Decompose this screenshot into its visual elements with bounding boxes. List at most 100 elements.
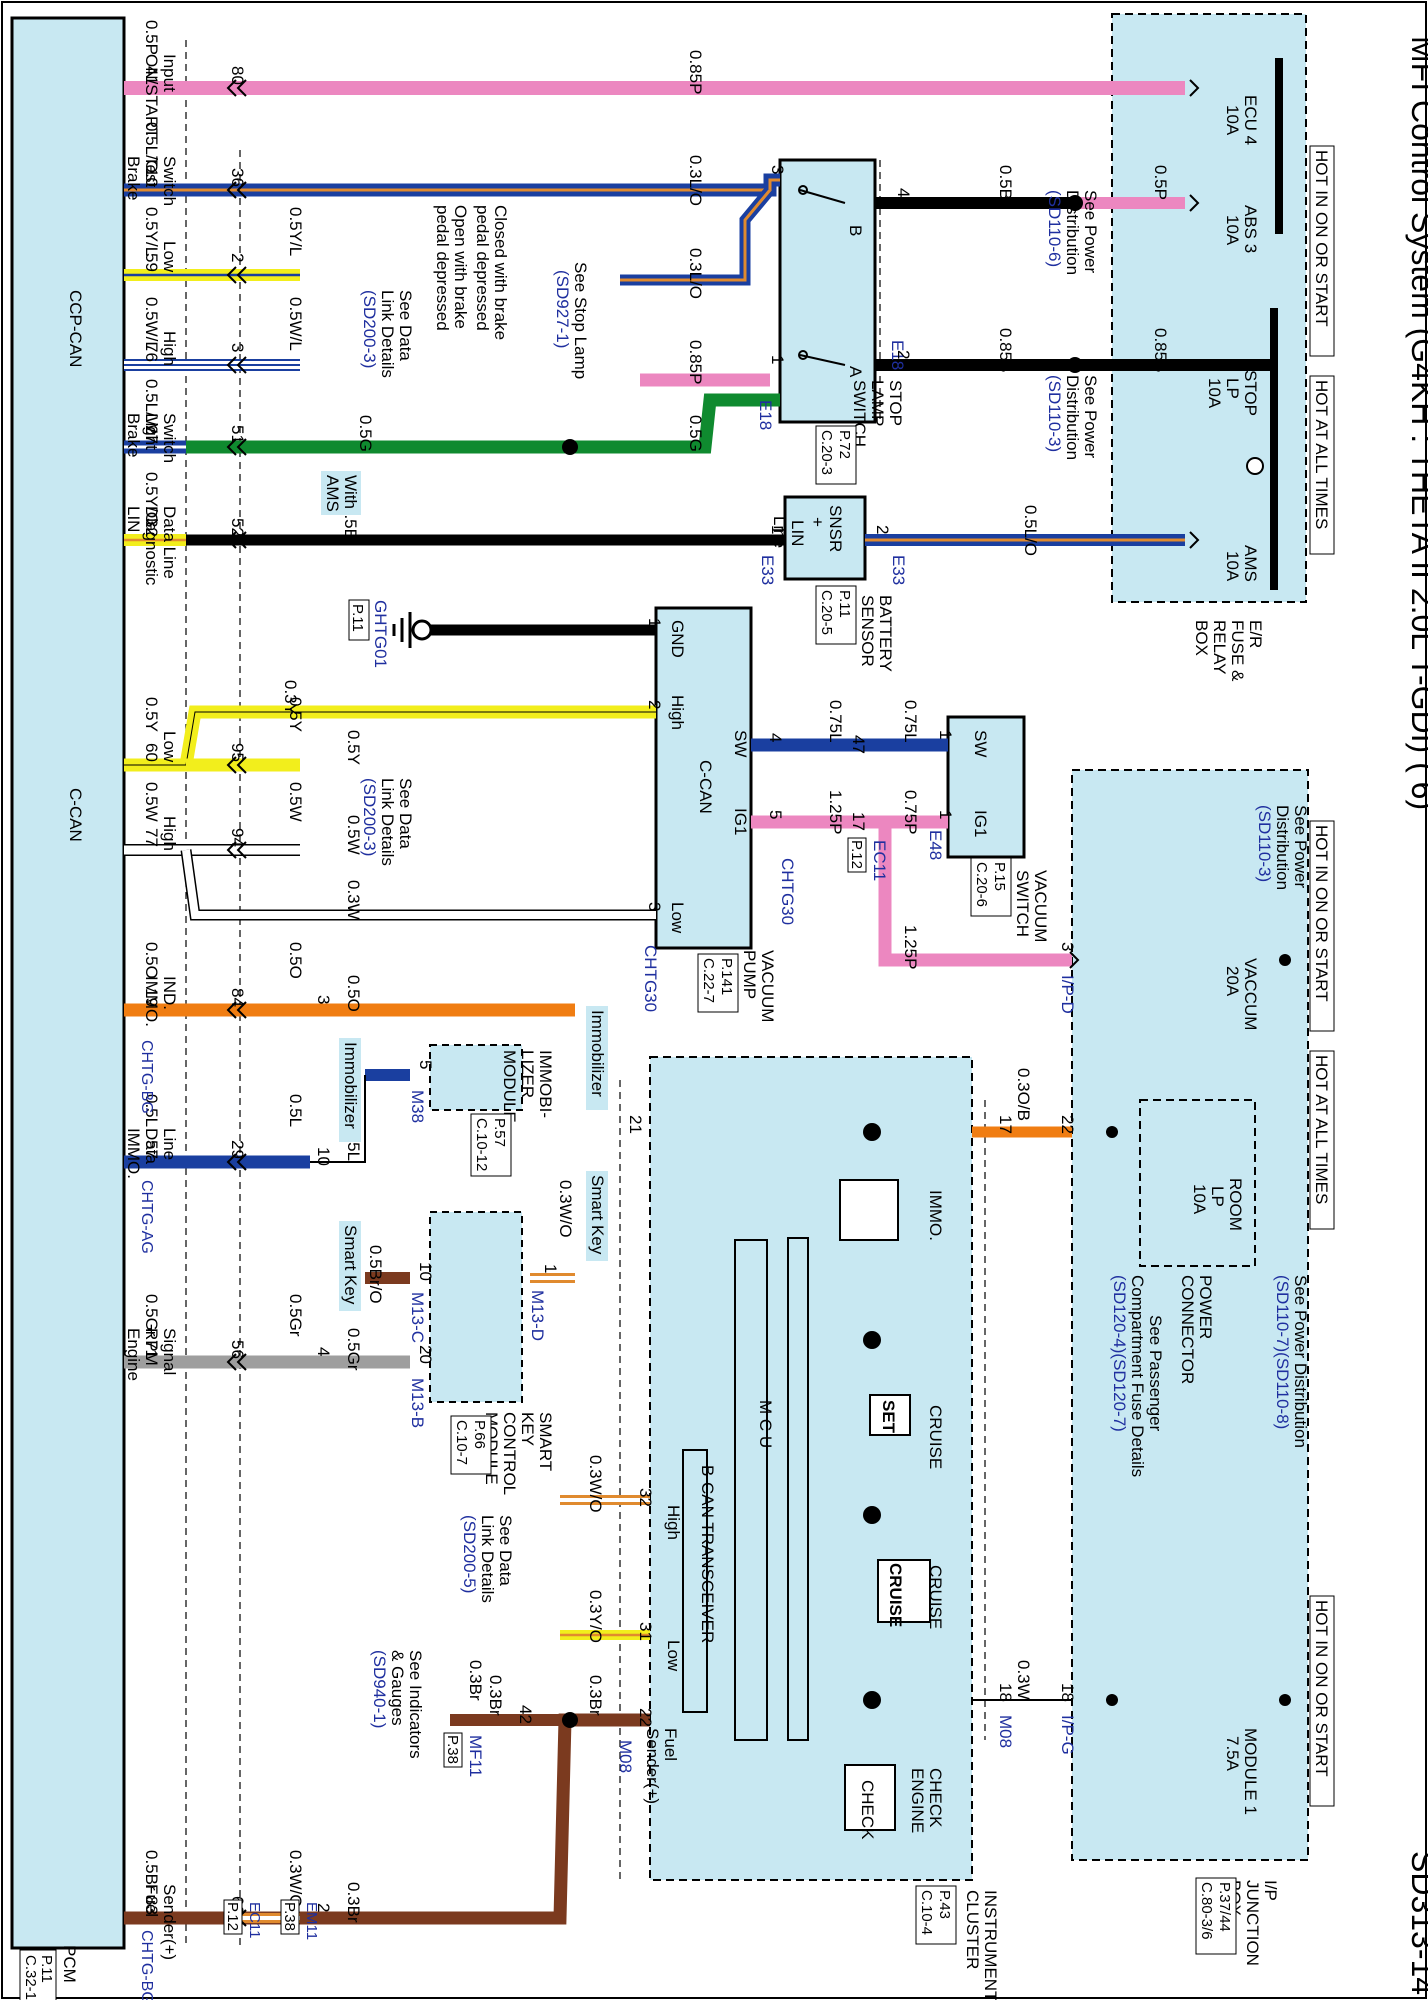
pcm-wire-group: 0.5Gr	[142, 1294, 161, 1337]
see-data1-1: See Data	[396, 290, 415, 361]
wire-label-group: 0.75P	[901, 790, 920, 834]
m13c-label: M13-C	[408, 1292, 427, 1343]
pcm-pin-label: ON/START	[142, 54, 161, 138]
ec11-label: EC11	[870, 840, 889, 881]
em11-pin: 2	[314, 1903, 333, 1912]
cluster-name-1: INSTRUMENT	[981, 1890, 1000, 2000]
pcm-wire-spec: 0.5Br	[142, 1850, 161, 1891]
vp-pin-1: 1	[645, 618, 664, 627]
pcm-wire-spec: 0.5Gr	[142, 1294, 161, 1337]
wire-label: 0.85P	[686, 340, 705, 384]
wire-label-group: 0.3Br	[344, 1882, 363, 1923]
power-conn-1: POWER	[1196, 1275, 1215, 1339]
wire-label: 0.3Br	[344, 1882, 363, 1923]
wire-label: 0.85B	[1151, 328, 1170, 372]
vp-gnd: GND	[668, 620, 687, 658]
pcm-wire-group: 0.5W/L	[142, 297, 161, 351]
immo-pin-21: 21	[626, 1115, 645, 1134]
wire-label-group: 0.3L/O	[686, 155, 705, 206]
vs-name-2: SWITCH	[1013, 870, 1032, 937]
stop-switch-contacts	[798, 185, 846, 366]
pcm-wire-spec: 0.5L	[142, 1094, 161, 1127]
fuel-sender-2: Sender(+)	[643, 1728, 662, 1804]
pcm-pin-number: 10	[142, 168, 161, 187]
inline-wire-spec: 0.5W/L	[286, 297, 305, 351]
em11-inline-ref: P.38	[281, 1902, 298, 1931]
pcm-ref-1: P.11	[38, 1955, 55, 1983]
inline-wire-spec: 0.5Y/L	[286, 207, 305, 256]
ip-ref-2: C.80-3/6	[1198, 1882, 1215, 1940]
inline-wire-spec: 0.5O	[286, 942, 305, 979]
inline-wire-group: 0.3W/O	[286, 1850, 305, 1908]
pcm-pin-label: Sender(+)	[160, 1884, 179, 1960]
pcm-label-group: High	[160, 816, 179, 851]
wire-label: 0.75L	[826, 700, 845, 743]
er-name-3: RELAY	[1210, 620, 1229, 675]
pcm-pin-label: Engine	[124, 1328, 143, 1381]
page-title: MFI Control System (G4KH : THETA II 2.0L…	[1405, 36, 1428, 810]
fuse-module1-rating: 7.5A	[1223, 1736, 1242, 1772]
bcan-label: B-CAN TRANSCEIVER	[698, 1465, 717, 1643]
fuse-abs3-rating: 10A	[1223, 215, 1242, 246]
wire-label: 0.5P	[1151, 165, 1170, 200]
inline-wire-group: 0.5Y/L	[286, 207, 305, 256]
vs-name-1: VACUUM	[1031, 870, 1050, 942]
inline-pin-group: 56	[228, 1340, 247, 1359]
cluster-name-2: CLUSTER	[963, 1890, 982, 1969]
wire-label-group: 0.85B	[1151, 328, 1170, 372]
fuel-sender-1: Fuel	[661, 1728, 680, 1761]
mcu-box	[734, 1239, 768, 1741]
pcm-pin-group: 77	[142, 828, 161, 847]
pcm-wire-group: 0.5L	[142, 1094, 161, 1127]
m38-label: M38	[408, 1090, 427, 1123]
ground-ref: P.11	[349, 604, 366, 632]
pcm-wire-spec: 0.5Y/L	[142, 207, 161, 256]
er-busbar-2	[1270, 308, 1278, 590]
pcm-pin-label: Low	[160, 241, 179, 273]
wire-label-group: 0.5Br/O	[366, 1245, 385, 1304]
stop-pin-3: 3	[768, 165, 787, 174]
sk-name-1: SMART	[536, 1412, 555, 1471]
pcm-pin-number: 83	[142, 1896, 161, 1915]
vp-pin-2: 2	[645, 700, 664, 709]
inline-wire-spec: 0.3W/O	[286, 1850, 305, 1908]
note-a-2: pedal depressed	[473, 205, 492, 331]
ec11-inline: EC11 P.12 EM11 P.38	[223, 1899, 320, 1940]
vp-sw: SW	[731, 730, 750, 757]
wire-brake-test	[124, 173, 780, 197]
vp-ref-2: C.22-7	[700, 958, 717, 1003]
wire-bcan	[560, 1495, 650, 1640]
pcm-pin-label: High	[160, 331, 179, 366]
contact-b: B	[846, 225, 865, 236]
stop-lamp-ref-1: P.72	[836, 430, 853, 459]
ip-name-2: JUNCTION	[1243, 1880, 1262, 1966]
pcm-pin-number: 57	[142, 1140, 161, 1159]
pcm-pin-label: Input	[160, 54, 179, 92]
pcm-pin-label: IMMO.	[142, 976, 161, 1027]
pcm-wire-spec: 0.5Y	[142, 697, 161, 732]
ip-pin-18: 18	[1058, 1683, 1077, 1702]
pcm-wire-group: 0.5Y/O	[142, 472, 161, 525]
fuse-stop-rating: 10A	[1205, 378, 1224, 409]
inline-pin-group: 2	[228, 253, 247, 262]
see-ind-3: (SD940-1)	[370, 1650, 389, 1728]
inline-pin-number: 2	[228, 253, 247, 262]
mcu-side-bar	[787, 1237, 809, 1741]
pcm-wire-spec: 0.5Y/O	[142, 472, 161, 525]
inline-pin-number: 51	[228, 425, 247, 444]
pcm-pin-group: 76	[142, 343, 161, 362]
line-text: Line	[770, 516, 789, 548]
pcm-wire-group: 0.5W	[142, 782, 161, 822]
inline-pin-labels: 80362351529594842956690.5Y/L0.5W/L0.5Y0.…	[228, 66, 305, 1915]
sk-pin-10: 10	[416, 1262, 435, 1281]
ind-cruise: CRUISE	[926, 1565, 945, 1629]
cl-pin-32: 32	[636, 1488, 655, 1507]
c-can-label: C-CAN	[66, 788, 85, 842]
inline-pin-number: 80	[228, 66, 247, 85]
see-passenger-2: Compartment Fuse Details	[1128, 1275, 1147, 1477]
vp-pin-5: 5	[766, 810, 785, 819]
pcm-pin-label: LIN	[124, 506, 143, 532]
